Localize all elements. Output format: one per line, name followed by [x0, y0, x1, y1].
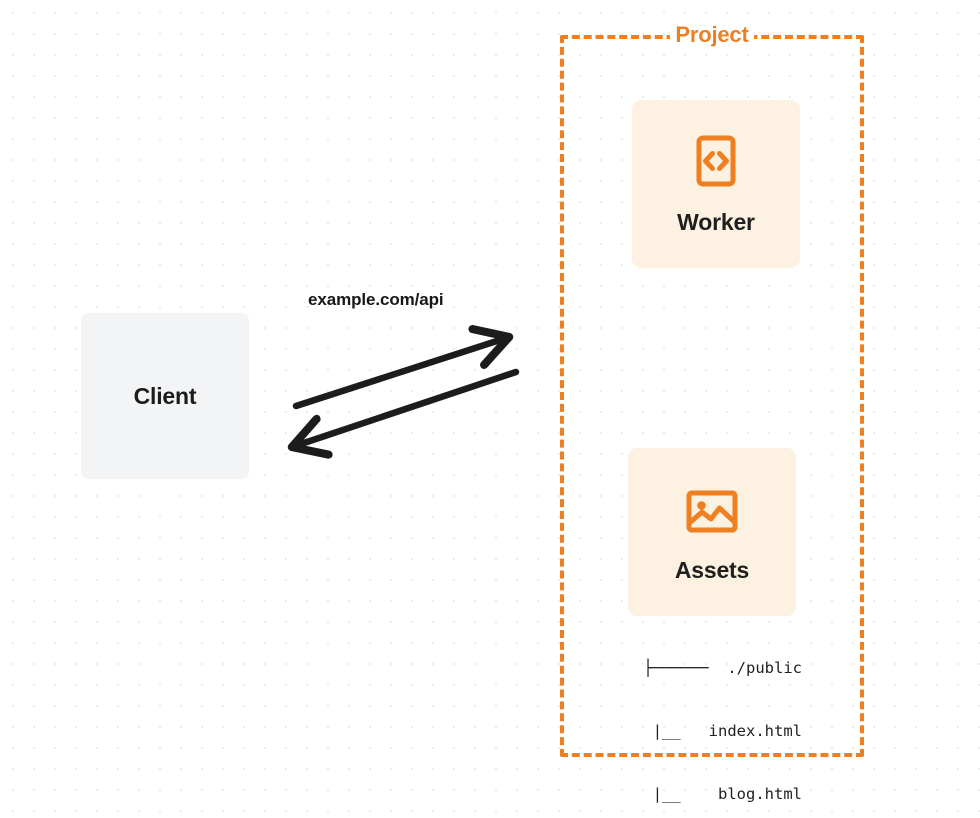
arrow-response: [298, 368, 520, 445]
tree-row: |__ index.html: [606, 722, 802, 740]
code-brackets-icon: [696, 135, 736, 186]
project-title: Project: [560, 22, 864, 48]
node-client-label: Client: [133, 382, 197, 409]
image-icon: [686, 490, 738, 532]
arrow-request: [292, 339, 503, 410]
node-client[interactable]: Client: [81, 313, 249, 479]
tree-row: |__ blog.html: [606, 785, 802, 803]
assets-file-tree: ├────── ./public |__ index.html |__ blog…: [594, 616, 802, 818]
node-worker[interactable]: Worker: [632, 100, 800, 268]
project-title-text: Project: [670, 22, 754, 47]
tree-row: ├────── ./public: [643, 659, 802, 677]
node-assets[interactable]: Assets: [628, 448, 796, 616]
node-worker-label: Worker: [677, 208, 755, 235]
node-assets-label: Assets: [674, 556, 750, 583]
edge-label-request: example.com/api: [308, 290, 444, 309]
